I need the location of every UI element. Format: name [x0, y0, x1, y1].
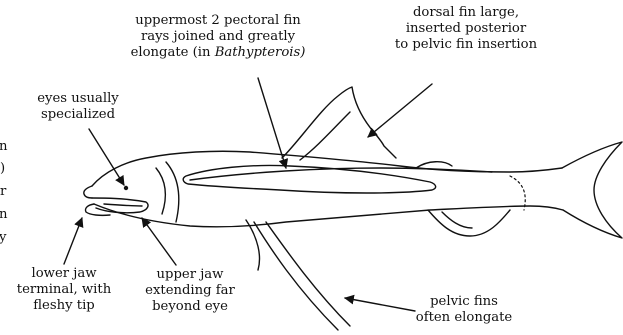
eye-icon [124, 186, 128, 190]
label-eyes: eyes usually specialized [18, 91, 138, 123]
snout [84, 186, 92, 198]
pelvic-fin-front [254, 222, 338, 330]
label-pelvic-fins-line1: pelvic fins [406, 294, 522, 310]
anal-fin-inner [442, 212, 472, 228]
label-eyes-line2: specialized [18, 107, 138, 123]
arrow-pelvic-fins [345, 298, 415, 311]
label-lower-jaw: lower jaw terminal, with fleshy tip [8, 266, 120, 314]
arrow-pectoral-rays [258, 78, 286, 168]
operculum [166, 162, 179, 222]
label-lower-jaw-line1: lower jaw [8, 266, 120, 282]
anal-fin [428, 210, 510, 236]
pelvic-fin-rear [266, 222, 350, 326]
cropped-text-5: y [0, 230, 6, 246]
adipose-fin [416, 162, 452, 168]
label-pelvic-fins: pelvic fins often elongate [406, 294, 522, 326]
dorsal-fin-inner [300, 112, 350, 160]
label-lower-jaw-line3: fleshy tip [8, 298, 120, 314]
caudal-fin [562, 142, 622, 238]
label-pectoral-rays-line3-prefix: elongate (in [131, 45, 215, 60]
cropped-text-1: n [0, 139, 8, 155]
jaw-fold [104, 204, 142, 206]
label-dorsal-fin-line2: inserted posterior [380, 21, 552, 37]
label-upper-jaw-line3: beyond eye [136, 299, 244, 315]
arrow-lower-jaw [64, 218, 82, 264]
label-dorsal-fin-line3: to pelvic fin insertion [380, 37, 552, 53]
label-pectoral-rays-line3: elongate (in Bathypterois) [112, 45, 324, 61]
label-upper-jaw: upper jaw extending far beyond eye [136, 267, 244, 315]
label-upper-jaw-line2: extending far [136, 283, 244, 299]
label-upper-jaw-line1: upper jaw [136, 267, 244, 283]
label-lower-jaw-line2: terminal, with [8, 282, 120, 298]
label-pelvic-fins-line2: often elongate [406, 310, 522, 326]
label-dorsal-fin: dorsal fin large, inserted posterior to … [380, 5, 552, 53]
label-pectoral-rays-line1: uppermost 2 pectoral fin [112, 13, 324, 29]
label-pectoral-rays-line2: rays joined and greatly [112, 29, 324, 45]
arrow-upper-jaw [142, 218, 176, 265]
lateral-line [510, 176, 525, 210]
label-pectoral-rays-genus: Bathypterois) [215, 45, 306, 60]
arrow-eyes [89, 129, 124, 185]
arrow-dorsal-fin [368, 84, 432, 137]
cropped-text-3: r [0, 184, 6, 200]
label-pectoral-rays: uppermost 2 pectoral fin rays joined and… [112, 13, 324, 61]
cropped-text-4: n [0, 207, 8, 223]
label-eyes-line1: eyes usually [18, 91, 138, 107]
operculum-inner [156, 168, 165, 214]
label-dorsal-fin-line1: dorsal fin large, [380, 5, 552, 21]
cropped-text-2: ) [0, 161, 5, 177]
